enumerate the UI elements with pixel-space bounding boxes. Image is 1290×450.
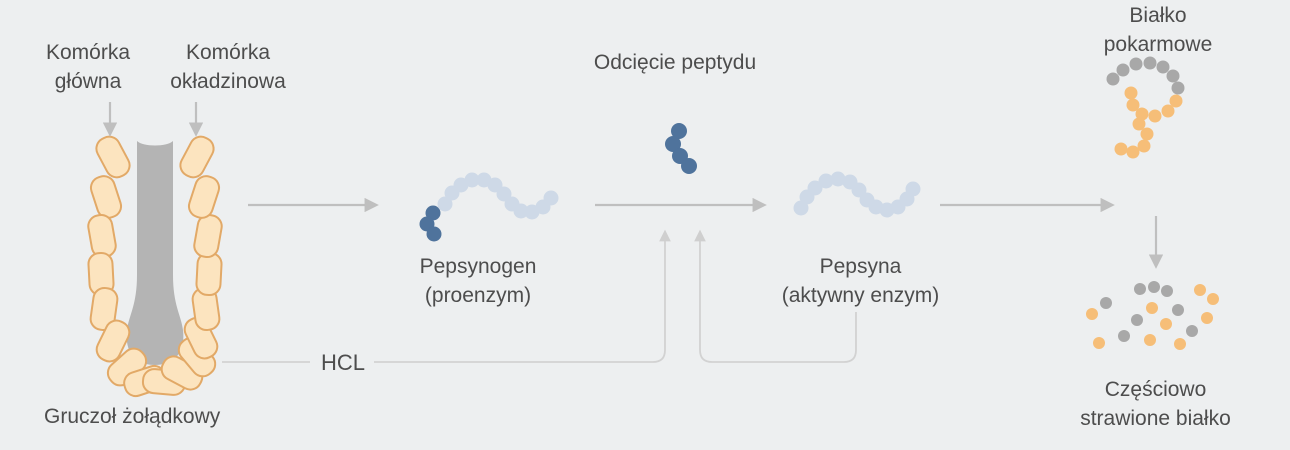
food-protein-molecule xyxy=(1106,56,1185,159)
pepsinogen-molecule xyxy=(419,172,559,242)
pepsin-feedback-path xyxy=(694,229,857,363)
pepsinogen-label: Pepsynogen (proenzym) xyxy=(419,255,537,307)
gastric-gland-label: Gruczoł żołądkowy xyxy=(44,405,221,428)
hcl-path-to-reaction xyxy=(374,229,671,363)
peptide-cleavage-label: Odcięcie peptydu xyxy=(593,51,757,74)
digested-protein-fragments xyxy=(1086,281,1219,350)
gland-cells xyxy=(87,135,223,398)
digested-protein-label: Częściowo strawione białko xyxy=(1080,378,1231,430)
pepsin-label: Pepsyna (aktywny enzym) xyxy=(781,255,940,307)
gastric-gland-illustration xyxy=(87,135,223,398)
gland-lumen xyxy=(126,141,184,365)
parietal-cell-label: Komórka okładzinowa xyxy=(170,41,286,93)
pepsin-molecule xyxy=(793,171,921,218)
chief-cell-label: Komórka główna xyxy=(45,41,131,93)
food-protein-label: Białko pokarmowe xyxy=(1103,4,1213,56)
cleaved-peptide xyxy=(665,123,697,174)
hcl-label: HCL xyxy=(320,350,365,375)
